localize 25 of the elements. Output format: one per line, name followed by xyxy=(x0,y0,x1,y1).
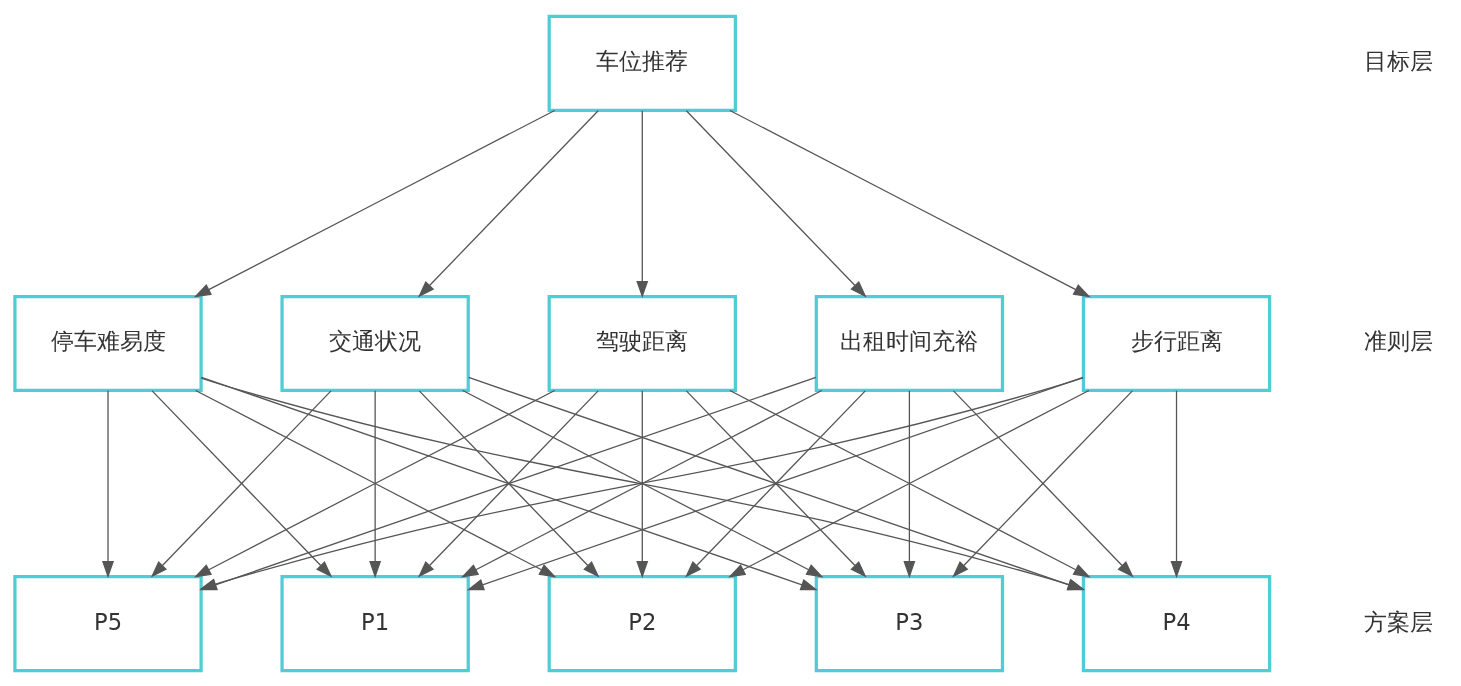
node-box: 停车难易度 xyxy=(13,294,203,392)
label: 目标层 xyxy=(1363,47,1433,74)
label: 准则层 xyxy=(1363,327,1433,354)
node-box: 步行距离 xyxy=(1081,294,1272,392)
node-box: P1 xyxy=(280,574,470,672)
arrow xyxy=(369,389,382,578)
arrow xyxy=(952,389,1134,578)
arrow xyxy=(417,109,599,297)
arrow xyxy=(685,109,867,297)
arrow xyxy=(903,389,916,578)
node-box: P3 xyxy=(814,574,1005,672)
arrow xyxy=(1170,389,1183,578)
label: 方案层 xyxy=(1363,608,1433,635)
arrow xyxy=(193,109,556,297)
node-box: P2 xyxy=(547,574,737,672)
node-box: 驾驶距离 xyxy=(547,294,737,392)
arrow xyxy=(729,109,1091,297)
node-box: P4 xyxy=(1081,574,1272,672)
node-box: P5 xyxy=(13,574,203,672)
arrow xyxy=(636,389,649,578)
arrow xyxy=(102,389,115,578)
arrow xyxy=(636,109,649,298)
node-box: 车位推荐 xyxy=(547,14,737,112)
node-box: 交通状况 xyxy=(280,294,470,392)
node-box: 出租时间充裕 xyxy=(814,294,1005,392)
